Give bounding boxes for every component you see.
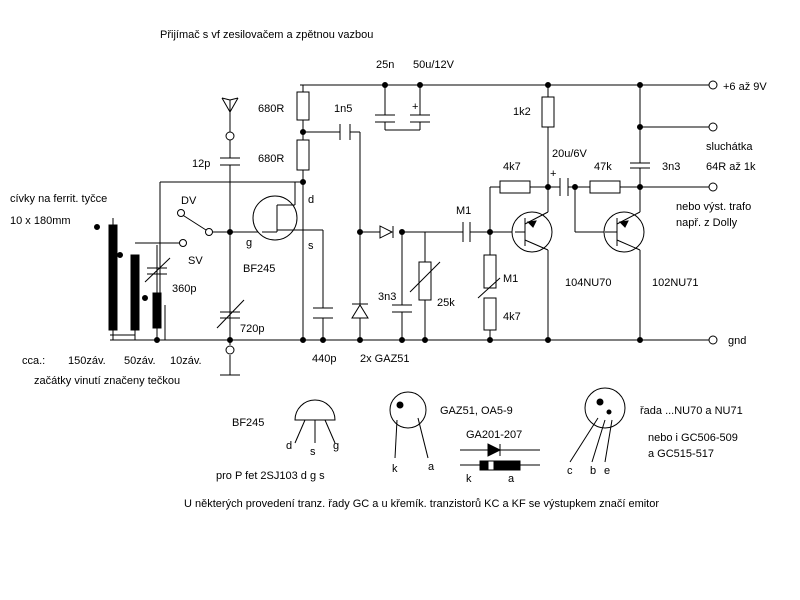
label-4k7-b: 4k7 [503,311,521,323]
antenna [221,97,239,355]
label-680r-top: 680R [258,103,284,115]
resistor-47k [589,180,621,194]
resistor-4k7-b [483,297,497,331]
label-eg-dolly: např. z Dolly [676,217,738,229]
pinout-diode-drawing [389,391,429,459]
label-pin-diode-title: GAZ51, OA5-9 [440,405,513,417]
label-coil-dim: 10 x 180mm [10,215,71,227]
transistor-t1 [511,211,553,253]
label-drain: d [308,194,314,206]
label-360p: 360p [172,283,196,295]
label-1n5: 1n5 [334,103,352,115]
label-pin-tr-alt2: a GC515-517 [648,448,714,460]
label-pin-bf245: BF245 [232,417,264,429]
label-impedance: 64R až 1k [706,161,756,173]
label-pin-ga-title: GA201-207 [466,429,522,441]
label-t1: 104NU70 [565,277,611,289]
label-or-trafo: nebo výst. trafo [676,201,751,213]
label-turns-50: 50záv. [124,355,156,367]
label-12p: 12p [192,158,210,170]
label-gate: g [246,237,252,249]
label-pin-tr-b: b [590,465,596,477]
label-headphones: sluchátka [706,141,753,153]
label-720p: 720p [240,323,264,335]
resistor-4k7-a [499,180,531,194]
label-47k: 47k [594,161,612,173]
label-dv: DV [181,195,197,207]
svg-text:+: + [412,101,418,113]
label-25n: 25n [376,59,394,71]
label-1k2: 1k2 [513,106,531,118]
fet-bf245 [252,195,298,241]
footer-note: U některých provedení tranz. řady GC a u… [184,498,659,510]
label-turns-10: 10záv. [170,355,202,367]
svg-text:+: + [550,168,556,180]
text-labels: Přijímač s vf zesilovačem a zpětnou vazb… [10,29,767,510]
label-pin-diode-a: a [428,461,435,473]
resistor-680r-mid [296,139,310,171]
label-pfet-note: pro P fet 2SJ103 d g s [216,470,325,482]
label-diodes: 2x GAZ51 [360,353,410,365]
label-3n3-mid: 3n3 [378,291,396,303]
label-gnd: gnd [728,335,746,347]
label-t2: 102NU71 [652,277,698,289]
potentiometer-25k [418,261,432,301]
label-m1-b: M1 [503,273,518,285]
output-terminals [708,80,718,345]
diodes [351,225,394,319]
page-title: Přijímač s vf zesilovačem a zpětnou vazb… [160,29,373,41]
label-turns-150: 150záv. [68,355,106,367]
resistors [296,91,621,331]
label-pin-tr-e: e [604,465,610,477]
ferrite-coils [94,209,213,331]
label-pin-bf245-g: g [333,440,339,452]
label-pos-supply: +6 až 9V [723,81,767,93]
label-pin-diode-k: k [392,463,398,475]
capacitors: + + [144,101,650,329]
label-source: s [308,240,314,252]
label-pin-ga-a: a [508,473,515,485]
label-25k: 25k [437,297,455,309]
label-coil-title: cívky na ferrit. tyčce [10,193,107,205]
pinout-ga-drawing [460,443,540,471]
label-680r-mid: 680R [258,153,284,165]
label-4k7-a: 4k7 [503,161,521,173]
transistor-t2 [603,211,645,253]
label-50u: 50u/12V [413,59,455,71]
label-m1-a: M1 [456,205,471,217]
resistor-1k2 [541,96,555,128]
label-pin-tr-c: c [567,465,573,477]
label-fet: BF245 [243,263,275,275]
pinout-transistor-drawing [569,387,626,463]
trimmer-m1 [483,254,497,289]
label-3n3-right: 3n3 [662,161,680,173]
pinout-bf245-drawing [294,399,336,444]
label-20u: 20u/6V [552,148,588,160]
label-pin-bf245-d: d [286,440,292,452]
label-sv: SV [188,255,203,267]
label-pin-tr-series: řada ...NU70 a NU71 [640,405,743,417]
label-pin-tr-alt1: nebo i GC506-509 [648,432,738,444]
label-440p: 440p [312,353,336,365]
label-pin-bf245-s: s [310,446,316,458]
label-turns-cca: cca.: [22,355,45,367]
resistor-680r-top [296,91,310,121]
junction-dots [154,82,643,343]
label-windings-note: začátky vinutí značeny tečkou [34,375,180,387]
label-pin-ga-k: k [466,473,472,485]
